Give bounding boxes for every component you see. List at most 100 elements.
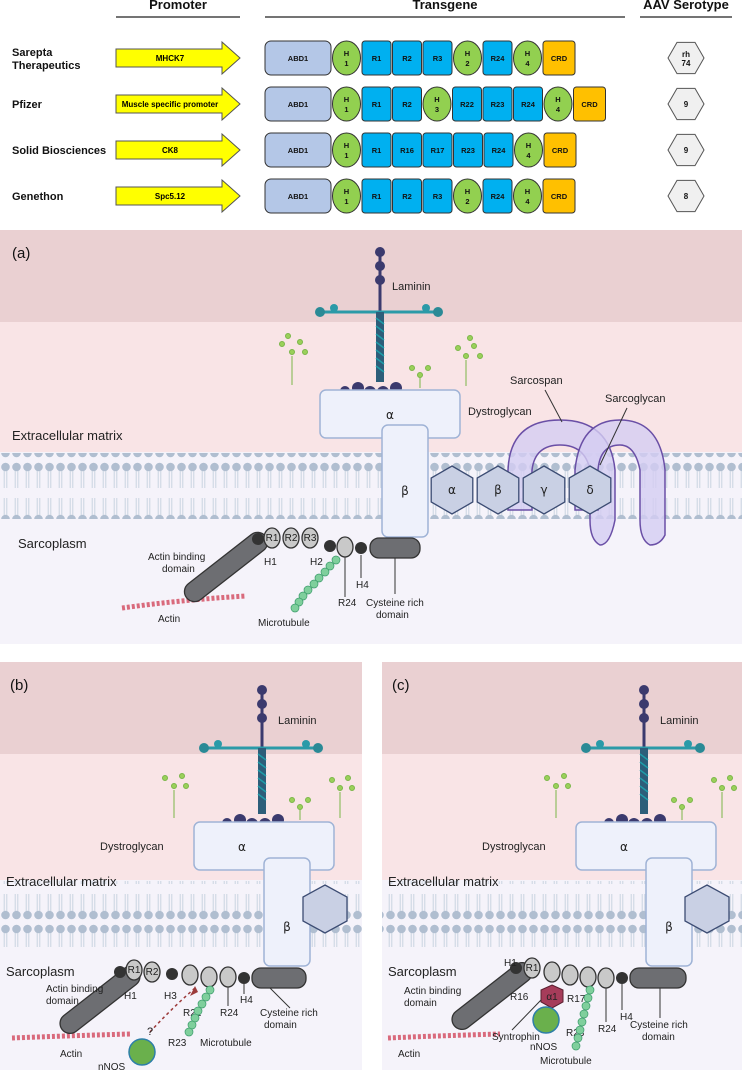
promoter-arrow — [115, 132, 241, 168]
company-name: Solid Biosciences — [12, 145, 106, 157]
alpha-label: α — [386, 408, 394, 422]
domain-hinge — [332, 40, 361, 76]
actin-filament — [121, 593, 247, 611]
domain-label: H — [344, 141, 349, 150]
serotype-label: 74 — [682, 59, 691, 68]
domain-label: R16 — [400, 146, 414, 155]
domain-label: CRD — [552, 146, 569, 155]
domain-label: R1 — [372, 192, 382, 201]
domain-label: R1 — [372, 146, 382, 155]
domain-hinge — [514, 132, 543, 168]
sarcoglycan-label: γ — [540, 483, 547, 497]
alpha-label: α — [238, 840, 246, 854]
domain-crd — [542, 40, 576, 76]
panel-label: (b) — [10, 677, 28, 694]
header-serotype: AAV Serotype — [643, 0, 729, 12]
domain-repeat — [483, 132, 514, 168]
domain-label: 3 — [435, 105, 439, 114]
domain-abd — [264, 86, 332, 122]
label-sarcoplasm: Sarcoplasm — [6, 964, 75, 979]
label-ecm: Extracellular matrix — [6, 874, 117, 889]
company-name: Therapeutics — [12, 60, 80, 72]
header-promoter: Promoter — [149, 0, 207, 12]
domain-hinge — [513, 178, 542, 214]
promoter-label: Spc5.12 — [155, 192, 186, 201]
serotype-label: 9 — [684, 146, 689, 155]
domain-label: 2 — [465, 197, 469, 206]
microtubule — [290, 555, 341, 613]
promoter-arrow — [115, 178, 241, 214]
actin-filament — [11, 1031, 131, 1041]
domain-repeat — [361, 86, 392, 122]
domain-label: R17 — [431, 146, 445, 155]
dystrophin — [183, 527, 421, 603]
domain-label: H — [465, 187, 470, 196]
domain-label: R1 — [372, 54, 382, 63]
beta-label: β — [283, 920, 291, 934]
domain-label: R2 — [402, 192, 412, 201]
company-name: Pfizer — [12, 99, 43, 111]
domain-label: R24 — [491, 192, 506, 201]
domain-repeat — [422, 178, 453, 214]
panel-b: (b) Laminin α β Dystroglycan Extracellul… — [0, 662, 362, 1073]
domain-label: ABD1 — [288, 100, 308, 109]
label-laminin: Laminin — [392, 281, 431, 293]
label-laminin: Laminin — [660, 715, 699, 727]
domain-repeat — [452, 86, 482, 122]
domain-hinge — [332, 132, 361, 168]
domain-label: 2 — [465, 59, 469, 68]
question-mark: ? — [147, 1026, 153, 1038]
label-r17: R17 — [567, 994, 586, 1005]
domain-label: 1 — [344, 197, 348, 206]
sarcoglycan-label: α — [448, 483, 456, 497]
label-sarcoplasm: Sarcoplasm — [18, 536, 87, 551]
dystrophin — [59, 959, 307, 1035]
domain-label: R24 — [491, 54, 506, 63]
label-r2: R2 — [146, 967, 159, 978]
domain-label: CRD — [551, 192, 568, 201]
label-h1: H1 — [124, 991, 137, 1002]
domain-label: R22 — [460, 100, 474, 109]
glycans — [544, 773, 737, 820]
sarcoglycan-2 — [522, 465, 566, 515]
label-abd-1: Actin binding — [46, 984, 103, 995]
serotype-hexagon — [667, 41, 705, 75]
domain-label: R23 — [461, 146, 475, 155]
label-h4: H4 — [240, 995, 253, 1006]
label-abd-1: Actin binding — [148, 552, 205, 563]
dystrophin — [451, 957, 687, 1031]
label-h2: H2 — [310, 557, 323, 568]
domain-repeat — [482, 40, 513, 76]
domain-label: 1 — [344, 105, 348, 114]
company-name: Genethon — [12, 191, 64, 203]
label-syntrophin: Syntrophin — [492, 1032, 540, 1043]
label-r1: R1 — [128, 965, 141, 976]
domain-label: CRD — [551, 54, 568, 63]
label-abd-1: Actin binding — [404, 986, 461, 997]
promoter-arrow — [115, 40, 241, 76]
domain-label: R23 — [491, 100, 505, 109]
domain-label: ABD1 — [288, 54, 308, 63]
label-crd-2: domain — [376, 610, 409, 621]
domain-label: R24 — [521, 100, 536, 109]
domain-label: R2 — [402, 54, 412, 63]
label-abd-2: domain — [404, 998, 437, 1009]
domain-repeat — [361, 132, 392, 168]
label-r22: R22 — [183, 1008, 202, 1019]
sarcoglycan-1 — [476, 465, 520, 515]
glycans — [279, 333, 483, 388]
panel-c: (c) Laminin α β Dystroglycan Extracellul… — [382, 662, 742, 1070]
serotype-label: 9 — [684, 100, 689, 109]
domain-repeat — [361, 40, 392, 76]
beta-dystroglycan — [381, 424, 429, 538]
panel-label: (a) — [12, 245, 30, 262]
label-sarcoplasm: Sarcoplasm — [388, 964, 457, 979]
sarcoglycan-0 — [430, 465, 474, 515]
domain-label: H — [344, 187, 349, 196]
promoter-label: Muscle specific promoter — [122, 100, 218, 109]
domain-label: R1 — [372, 100, 382, 109]
label-sarcospan: Sarcospan — [510, 375, 563, 387]
domain-crd — [543, 132, 577, 168]
sarcoglycan-hexagon — [302, 884, 348, 934]
